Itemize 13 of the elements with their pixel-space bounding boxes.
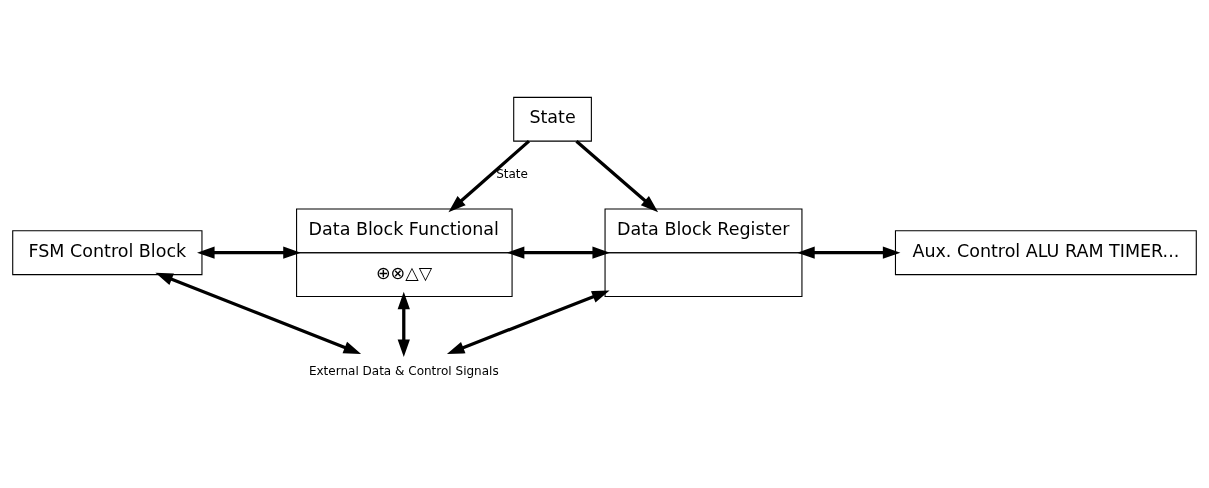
- node-box: State: [513, 96, 592, 142]
- node-box: FSM Control Block: [12, 229, 203, 275]
- arrow: [197, 246, 301, 259]
- arrow: [448, 139, 531, 212]
- arrow: [397, 291, 410, 357]
- arrow: [797, 246, 901, 259]
- node-text: External Data & Control Signals: [308, 363, 499, 378]
- arrow: [506, 246, 610, 259]
- node-box: Aux. Control ALU RAM TIMER...: [894, 229, 1197, 275]
- arrow: [446, 289, 610, 354]
- arrow: [155, 272, 362, 354]
- edge-label: State: [496, 166, 528, 181]
- arrow: [575, 139, 659, 212]
